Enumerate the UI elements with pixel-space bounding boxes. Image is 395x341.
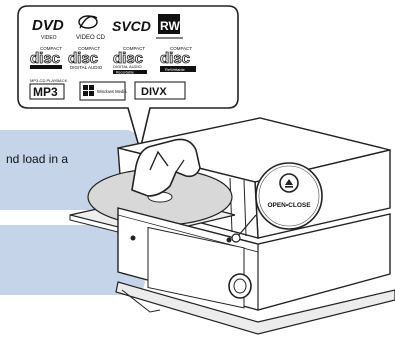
player-base: [115, 281, 395, 335]
svg-text:COMPACT: COMPACT: [123, 46, 145, 51]
rw-logo: RW: [156, 14, 183, 39]
player-lower-unit: [117, 207, 391, 311]
svg-text:disc: disc: [30, 50, 60, 67]
svg-text:RW: RW: [160, 19, 180, 33]
volume-knob: [228, 273, 252, 299]
svg-text:DIVX: DIVX: [141, 86, 167, 98]
svg-text:SVCD: SVCD: [112, 18, 151, 34]
open-close-label: OPEN•CLOSE: [267, 202, 311, 209]
dvd-video-logo: DVD VIDEO: [32, 17, 64, 41]
svg-text:disc: disc: [68, 50, 98, 67]
svcd-logo: SVCD: [112, 18, 151, 34]
compact-disc-digital-audio-logo: COMPACT disc DIGITAL AUDIO: [68, 46, 103, 70]
indicator-dot: [130, 235, 136, 241]
svg-text:Recordable: Recordable: [116, 71, 134, 75]
svg-text:COMPACT: COMPACT: [40, 46, 62, 51]
eject-icon: [285, 179, 293, 188]
compact-disc-recordable-logo: COMPACT disc DIGITAL AUDIO Recordable: [113, 46, 147, 75]
svg-text:Windows Media: Windows Media: [97, 89, 127, 94]
open-close-button: [231, 233, 241, 243]
windows-media-logo: Windows Media: [79, 81, 127, 101]
svg-text:MP3: MP3: [33, 85, 58, 99]
svg-text:DIGITAL AUDIO: DIGITAL AUDIO: [70, 65, 103, 70]
svg-text:DVD: DVD: [32, 17, 64, 34]
svg-text:MP3-CD PLAYBACK: MP3-CD PLAYBACK: [30, 78, 68, 83]
svg-text:COMPACT: COMPACT: [78, 46, 100, 51]
svg-text:disc: disc: [160, 50, 190, 67]
video-cd-logo: VIDEO CD: [76, 15, 106, 41]
svg-text:disc: disc: [113, 50, 143, 67]
hand-icon: [131, 138, 201, 197]
svg-text:VIDEO: VIDEO: [41, 35, 57, 41]
mp3-cd-logo: MP3-CD PLAYBACK MP3: [29, 78, 68, 100]
compact-disc-logo: COMPACT disc: [30, 46, 62, 69]
indicator-dot: [226, 237, 232, 243]
svg-text:VIDEO CD: VIDEO CD: [76, 35, 106, 41]
compact-disc-rewritable-logo: COMPACT disc ReWritable: [160, 46, 196, 72]
svg-text:DIGITAL AUDIO: DIGITAL AUDIO: [113, 64, 142, 69]
divx-logo: DIVX: [134, 81, 186, 100]
svg-text:COMPACT: COMPACT: [170, 46, 192, 51]
open-close-zoom: OPEN•CLOSE: [237, 162, 323, 237]
format-bubble: [17, 5, 239, 154]
svg-text:ReWritable: ReWritable: [165, 67, 185, 72]
instruction-text: nd load in a: [6, 152, 69, 166]
